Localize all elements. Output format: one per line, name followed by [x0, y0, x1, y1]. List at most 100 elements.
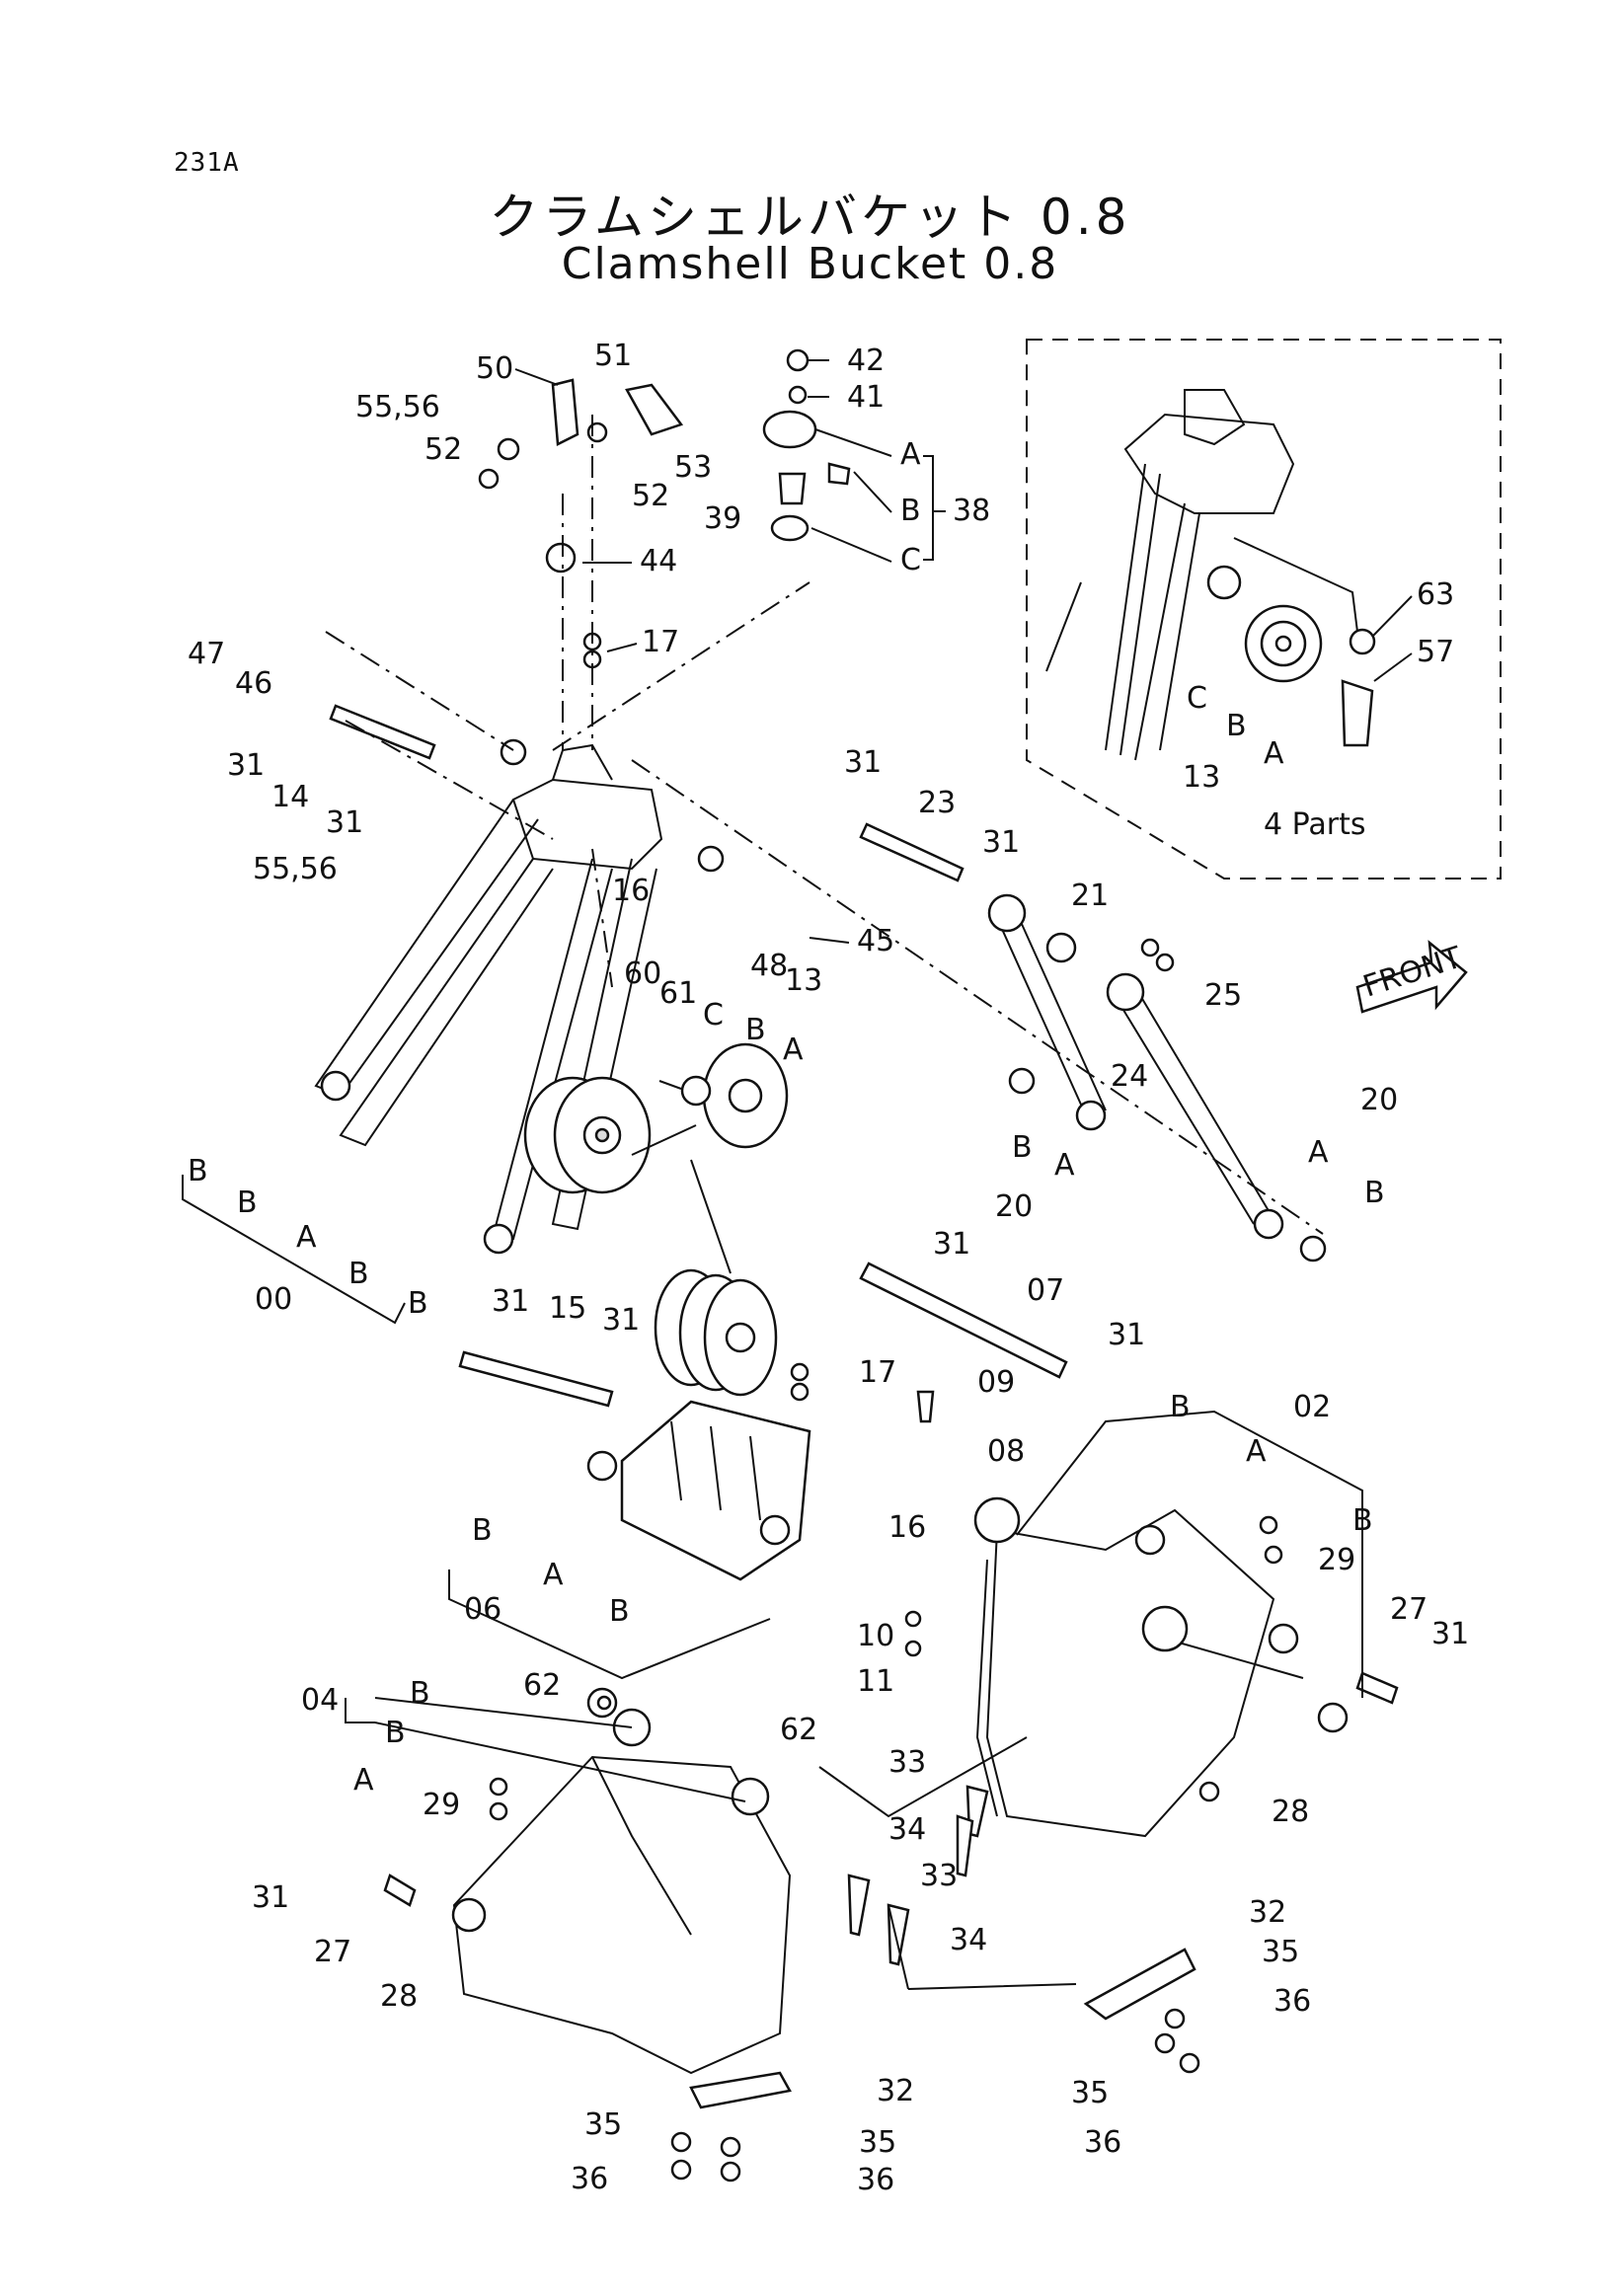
lower-sheave-cluster — [654, 1268, 778, 1397]
label-32-left: 32 — [877, 2074, 914, 2108]
label-31-h: 31 — [602, 1303, 640, 1338]
inset-note: 4 Parts — [1264, 807, 1365, 842]
mast-frame — [314, 738, 725, 1255]
label-23: 23 — [918, 786, 956, 820]
label-31-j: 31 — [252, 1880, 289, 1915]
sheave-13 — [658, 1042, 789, 1149]
label-61: 61 — [659, 976, 697, 1011]
label-35-right-bot: 35 — [1071, 2076, 1109, 2110]
label-13-a: A — [783, 1033, 804, 1067]
label-29-right: 29 — [1318, 1543, 1355, 1577]
leader-lines — [182, 415, 1363, 1990]
page-number: 231A — [174, 148, 240, 178]
label-38: 38 — [953, 494, 990, 528]
label-39: 39 — [704, 501, 741, 536]
inset-border — [1026, 339, 1502, 880]
pin-14 — [329, 704, 436, 760]
label-20-right: 20 — [1360, 1083, 1398, 1117]
label-20-right-b: B — [1364, 1176, 1385, 1210]
inset-mast-illustration — [1045, 389, 1376, 761]
label-28-right: 28 — [1272, 1795, 1309, 1829]
label-47: 47 — [188, 637, 225, 671]
label-20-right-a: A — [1308, 1135, 1329, 1170]
label-31-i: 31 — [1431, 1617, 1469, 1651]
label-38-a: A — [900, 437, 921, 472]
label-20-left-b: B — [1012, 1130, 1033, 1165]
label-27-left: 27 — [314, 1935, 351, 1969]
label-34-right: 34 — [888, 1812, 926, 1847]
label-46: 46 — [235, 666, 272, 701]
label-06: 06 — [464, 1592, 501, 1627]
label-24: 24 — [1111, 1059, 1148, 1094]
bucket-half-04 — [451, 1687, 792, 2075]
label-02-a: A — [1246, 1434, 1267, 1469]
label-50: 50 — [476, 351, 513, 386]
label-13: 13 — [785, 963, 822, 998]
callout-leaders — [514, 359, 1413, 944]
label-04-b1: B — [410, 1676, 430, 1711]
head-parts — [478, 348, 851, 574]
callout-labels: 50 51 42 41 55,56 52 52 53 A B 38 39 C 4… — [188, 339, 1469, 2197]
label-34-left: 34 — [950, 1923, 987, 1957]
label-04-a: A — [353, 1763, 374, 1798]
label-35-left-a: 35 — [584, 2107, 622, 2142]
label-33-left: 33 — [920, 1859, 958, 1893]
label-38-c: C — [900, 543, 921, 577]
label-42: 42 — [847, 344, 885, 378]
label-00-a: A — [296, 1220, 317, 1255]
link-assembly — [859, 822, 1327, 1263]
label-63: 63 — [1417, 577, 1454, 612]
label-60: 60 — [624, 957, 661, 991]
label-13i-c: C — [1187, 681, 1207, 716]
pin-07 — [859, 1262, 1068, 1379]
label-53: 53 — [674, 450, 712, 485]
label-41: 41 — [847, 380, 885, 415]
label-00-b2: B — [237, 1186, 258, 1220]
label-06-b1: B — [472, 1513, 493, 1548]
tooth-32-left — [689, 2071, 792, 2109]
label-35-left-b: 35 — [859, 2125, 896, 2160]
label-09: 09 — [977, 1365, 1015, 1400]
label-48: 48 — [750, 949, 788, 983]
label-62-right: 62 — [780, 1713, 817, 1747]
label-55-56-top: 55,56 — [355, 390, 440, 424]
label-11: 11 — [857, 1664, 894, 1699]
label-31-a: 31 — [227, 748, 265, 783]
label-13i: 13 — [1183, 760, 1220, 795]
label-02-b: B — [1170, 1390, 1191, 1424]
front-arrow: FRONT — [1355, 940, 1468, 1014]
title-english: Clamshell Bucket 0.8 — [561, 239, 1059, 289]
label-13i-b: B — [1226, 709, 1247, 743]
label-20-left: 20 — [995, 1189, 1033, 1224]
label-31-b: 31 — [326, 805, 363, 840]
label-38-b: B — [900, 494, 921, 528]
label-31-f: 31 — [1108, 1318, 1145, 1352]
label-51: 51 — [594, 339, 632, 373]
label-36-right-bot: 36 — [1084, 2125, 1121, 2160]
label-52-right: 52 — [632, 479, 669, 513]
label-06-a: A — [543, 1558, 564, 1592]
sheave-block-06 — [586, 1400, 811, 1581]
bucket-half-02 — [973, 1496, 1349, 1838]
label-20-left-a: A — [1054, 1148, 1075, 1183]
label-06-b2: B — [609, 1594, 630, 1629]
label-25: 25 — [1204, 978, 1242, 1013]
tooth-32-right — [1083, 1948, 1196, 2021]
label-33-right: 33 — [888, 1745, 926, 1780]
label-36-right-top: 36 — [1273, 1984, 1311, 2019]
label-15: 15 — [549, 1291, 586, 1326]
label-00-b4: B — [408, 1286, 428, 1321]
label-00-b1: B — [188, 1154, 208, 1188]
label-32-right: 32 — [1249, 1895, 1286, 1930]
label-31-d: 31 — [982, 825, 1020, 860]
pin-15 — [458, 1350, 614, 1408]
label-13i-a: A — [1264, 736, 1284, 771]
label-17-mid: 17 — [859, 1355, 896, 1390]
label-29-left: 29 — [423, 1788, 460, 1822]
label-16-top: 16 — [612, 874, 650, 908]
label-62-left: 62 — [523, 1668, 561, 1703]
label-10: 10 — [857, 1619, 894, 1653]
label-21: 21 — [1071, 879, 1109, 913]
hardware — [383, 632, 1399, 2182]
